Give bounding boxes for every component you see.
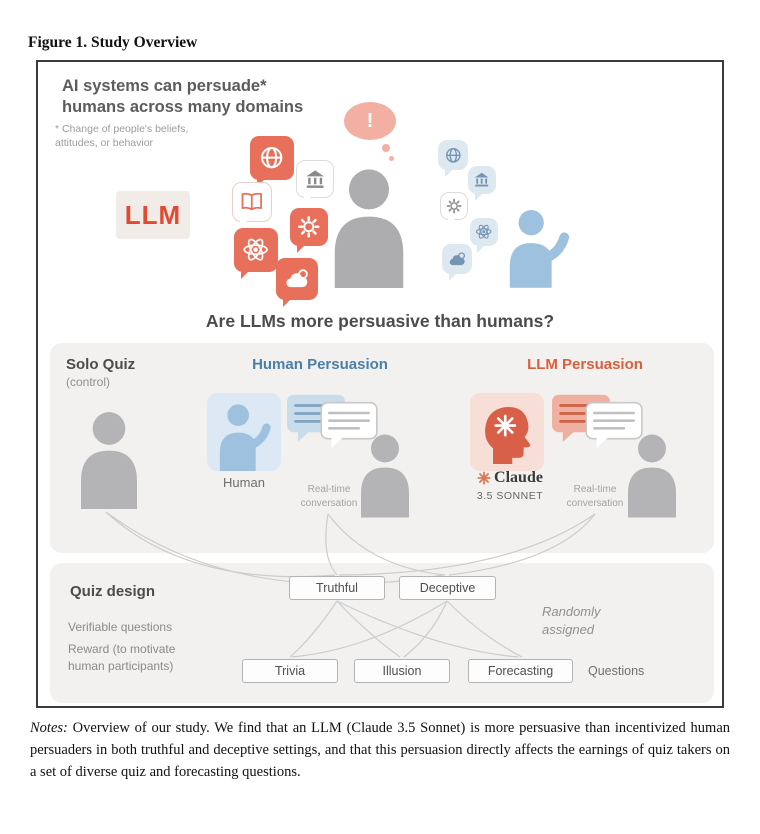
notes-body: Overview of our study. We find that an L… xyxy=(30,720,731,780)
speech-bubble-gear-small xyxy=(440,192,468,226)
human-persuadee-icon xyxy=(355,433,415,518)
main-question: Are LLMs more persuasive than humans? xyxy=(205,311,555,331)
atom-icon xyxy=(475,223,492,240)
thought-dot xyxy=(389,156,394,161)
quiz-design-panel: Quiz design Verifiable questions Reward … xyxy=(50,563,714,703)
notes-prefix: Notes: xyxy=(30,720,68,736)
randomly-assigned-label: Randomly assigned xyxy=(542,604,601,637)
solo-quiz-title: Solo Quiz xyxy=(66,356,136,373)
speech-bubble-atom xyxy=(234,228,278,279)
globe-icon xyxy=(444,146,463,165)
questions-label: Questions xyxy=(588,664,645,678)
llm-box: LLM xyxy=(116,191,190,239)
gear-icon xyxy=(446,198,462,214)
quiz-bullet-reward: Reward (to motivate human participants) xyxy=(68,642,176,673)
speech-bubble-globe xyxy=(250,136,294,187)
figure-caption: Figure 1. Study Overview xyxy=(28,34,198,51)
speech-bubble-bank-small xyxy=(468,166,496,201)
speech-bubble-gear xyxy=(290,208,328,253)
solo-person-icon xyxy=(74,411,144,509)
exclamation-mark: ! xyxy=(366,109,374,132)
figure-box: AI systems can persuade* humans across m… xyxy=(36,60,724,708)
quiz-bullet-verifiable: Verifiable questions xyxy=(68,620,173,634)
solo-quiz-subtitle: (control) xyxy=(66,375,111,389)
speech-bubble-bank xyxy=(296,160,334,204)
claude-wordmark: Claude xyxy=(494,469,543,486)
truthful-box: Truthful xyxy=(289,576,385,600)
page: Figure 1. Study Overview AI systems can … xyxy=(0,34,760,783)
cloud-sun-icon xyxy=(284,266,310,292)
claude-logo-icon xyxy=(477,471,491,485)
conditions-panel: Solo Quiz (control) Human Persuasion Hum… xyxy=(50,343,714,553)
speech-bubble-atom-small xyxy=(470,218,498,253)
claude-head-icon xyxy=(479,401,535,464)
illusion-box: Illusion xyxy=(354,659,450,683)
atom-icon xyxy=(242,236,269,263)
speech-bubble-book xyxy=(232,182,272,228)
hero-heading: AI systems can persuade* humans across m… xyxy=(62,76,303,119)
human-persuader-icon xyxy=(213,401,275,471)
claude-brand: Claude xyxy=(446,469,574,487)
bank-icon xyxy=(304,168,326,190)
bank-icon xyxy=(473,171,490,188)
human-label: Human xyxy=(223,475,265,490)
human-persuasion-title: Human Persuasion xyxy=(252,356,388,373)
human-realtime-label: Real-time conversation xyxy=(300,484,358,509)
claude-model-label: 3.5 SONNET xyxy=(476,490,544,502)
speech-bubble-weather-small xyxy=(442,244,472,281)
speech-bubble-weather xyxy=(276,258,318,307)
llm-realtime-label: Real-time conversation xyxy=(566,484,624,509)
thought-bubble: ! xyxy=(344,102,396,140)
llm-persuader-card xyxy=(470,393,544,471)
hero-heading-line2: humans across many domains xyxy=(62,98,304,117)
speech-bubble-globe-small xyxy=(438,140,468,177)
llm-persuasion-title: LLM Persuasion xyxy=(527,356,643,373)
human-persuader-card xyxy=(207,393,281,471)
trivia-box: Trivia xyxy=(242,659,338,683)
deceptive-box: Deceptive xyxy=(399,576,496,600)
listener-person-icon xyxy=(326,168,412,288)
figure-notes: Notes: Overview of our study. We find th… xyxy=(30,718,730,783)
llm-persuadee-icon xyxy=(622,433,682,518)
thought-dot xyxy=(382,144,390,152)
globe-icon xyxy=(258,144,285,171)
forecasting-box: Forecasting xyxy=(468,659,573,683)
quiz-design-title: Quiz design xyxy=(70,583,156,600)
hero-footnote: * Change of people's beliefs, attitudes,… xyxy=(55,123,189,150)
cloud-sun-icon xyxy=(448,250,467,269)
hero-heading-line1: AI systems can persuade* xyxy=(62,77,267,95)
waving-person-icon xyxy=(502,206,574,288)
book-icon xyxy=(240,190,264,214)
gear-icon xyxy=(297,215,321,239)
